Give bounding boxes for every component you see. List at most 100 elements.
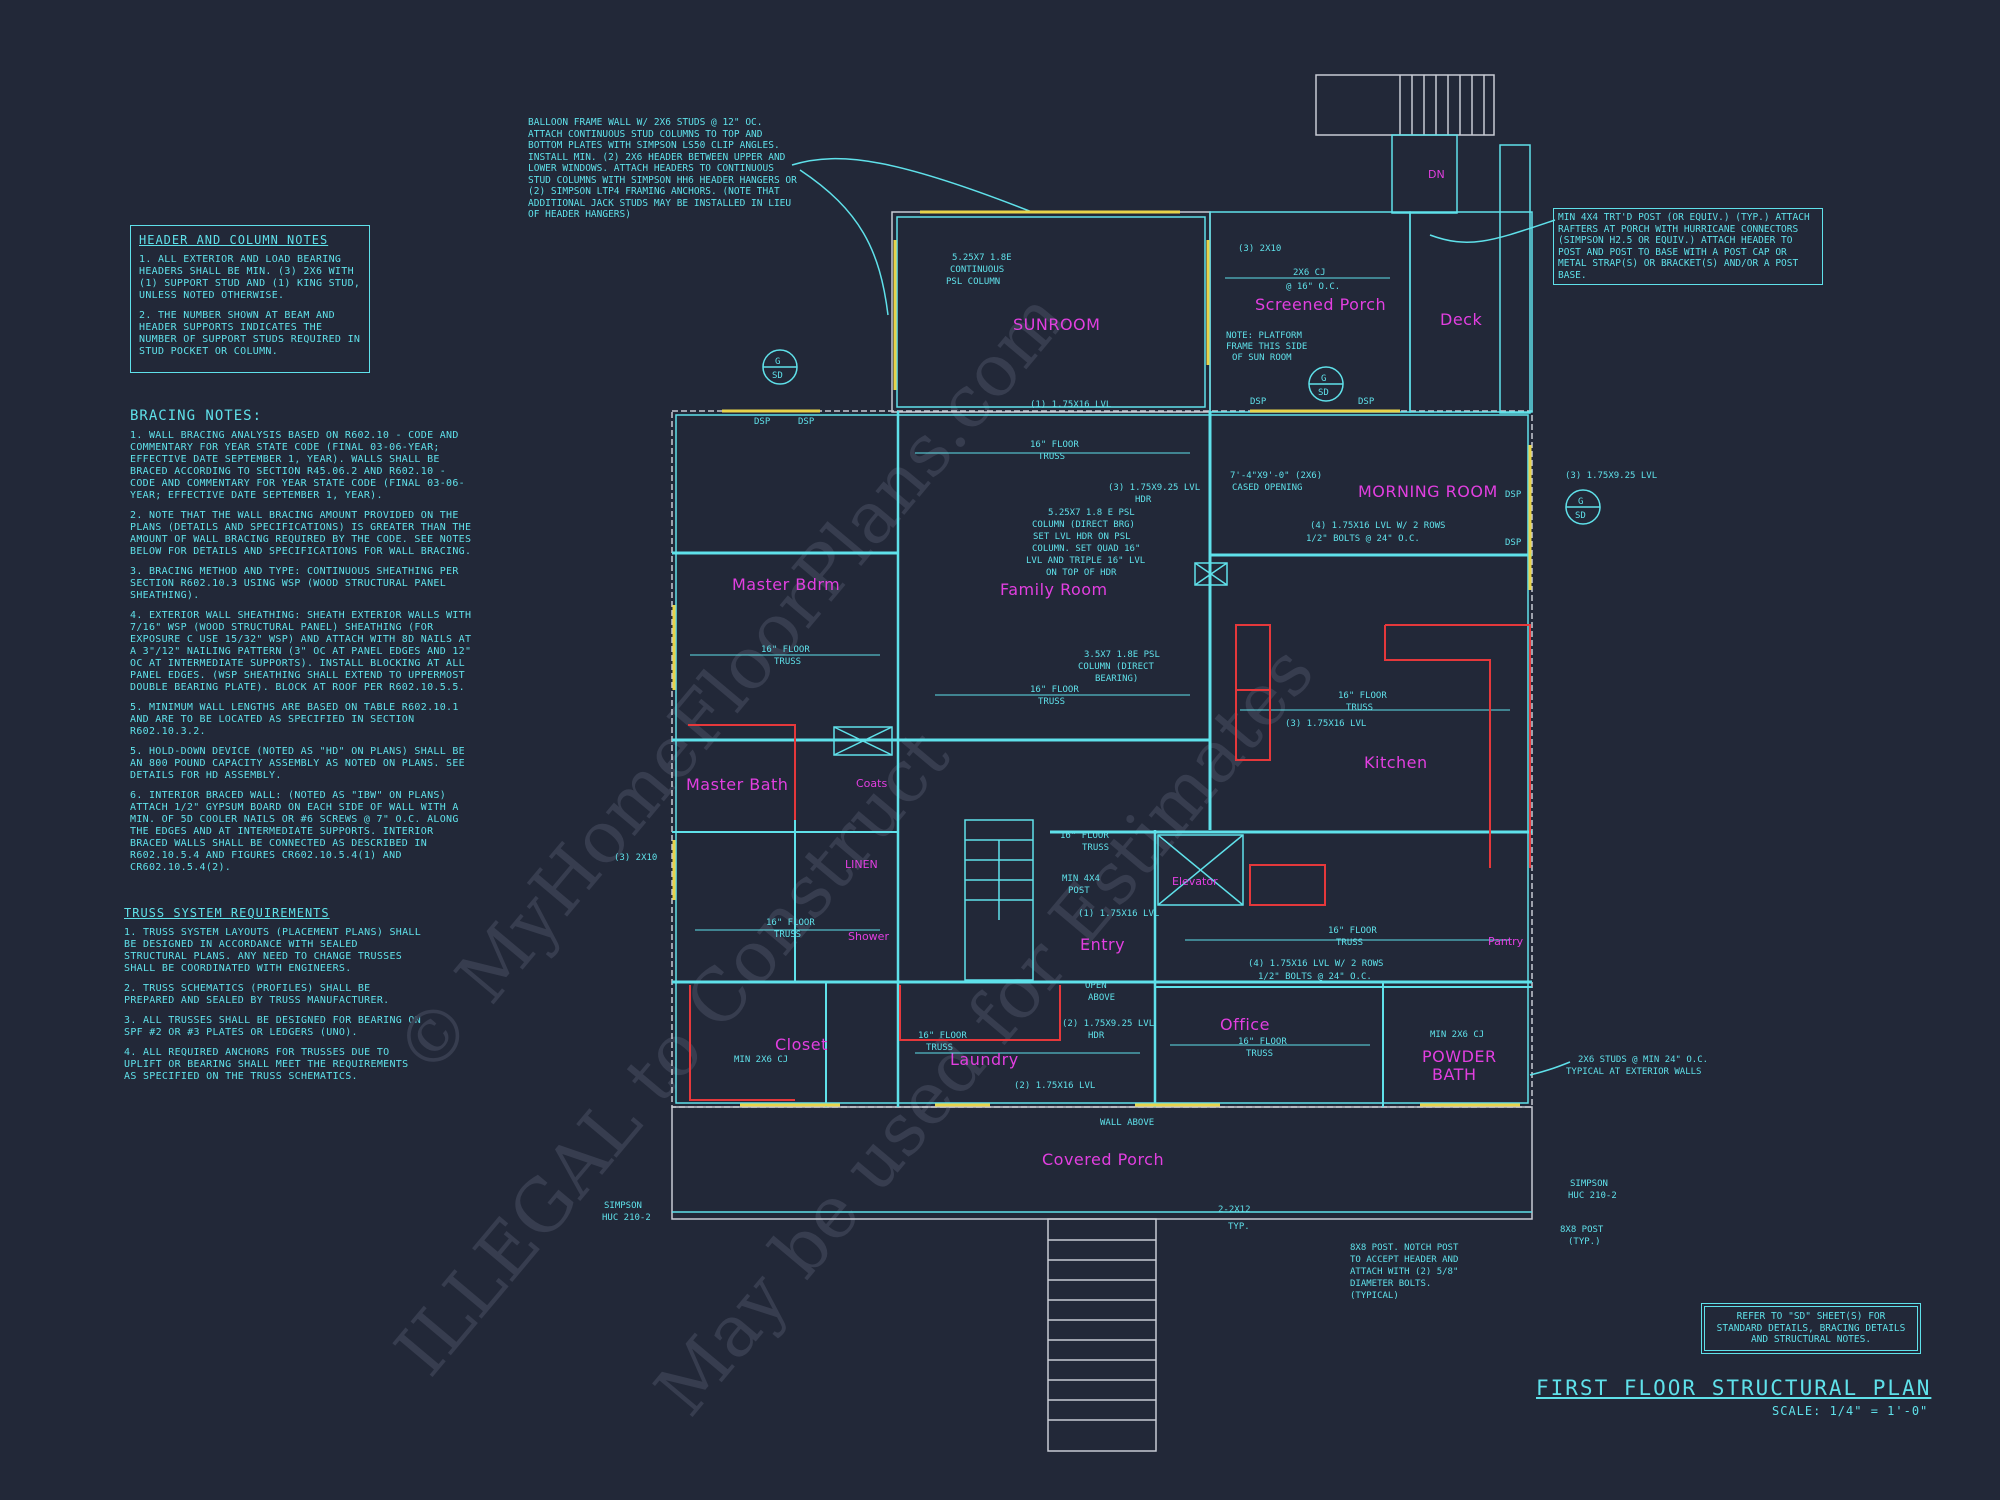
svg-text:(4) 1.75x16 LVL w/ 2 ROWS: (4) 1.75x16 LVL w/ 2 ROWS [1248, 959, 1383, 969]
room-master-bath: Master Bath [686, 775, 788, 794]
room-linen: LINEN [845, 858, 878, 871]
svg-text:ATTACH WITH (2) 5/8": ATTACH WITH (2) 5/8" [1350, 1267, 1458, 1277]
svg-text:2-2x12: 2-2x12 [1218, 1205, 1251, 1215]
svg-text:HDR: HDR [1135, 495, 1152, 505]
room-bath: BATH [1432, 1065, 1476, 1084]
svg-text:HUC 210-2: HUC 210-2 [1568, 1191, 1617, 1201]
svg-text:(2) 1.75x9.25 LVL: (2) 1.75x9.25 LVL [1062, 1019, 1154, 1029]
svg-text:LVL AND TRIPLE 16" LVL: LVL AND TRIPLE 16" LVL [1026, 556, 1145, 566]
svg-text:DSP: DSP [798, 417, 815, 427]
svg-text:@ 16" O.C.: @ 16" O.C. [1286, 282, 1340, 292]
deck-outline [1409, 211, 1533, 413]
bracing-note-item: 3. BRACING METHOD AND TYPE: CONTINUOUS S… [130, 566, 459, 601]
svg-text:POST: POST [1068, 886, 1090, 896]
svg-text:TRUSS: TRUSS [926, 1043, 953, 1053]
bracing-note-item: 2. NOTE THAT THE WALL BRACING AMOUNT PRO… [130, 510, 472, 557]
room-sunroom: SUNROOM [1013, 315, 1100, 334]
bracing-note-item: 1. WALL BRACING ANALYSIS BASED ON R602.1… [130, 430, 465, 501]
svg-text:MIN 4x4: MIN 4x4 [1062, 874, 1100, 884]
svg-text:16" FLOOR: 16" FLOOR [1328, 926, 1377, 936]
svg-text:1/2" BOLTS @ 24" O.C.: 1/2" BOLTS @ 24" O.C. [1258, 972, 1372, 982]
svg-text:(TYP.): (TYP.) [1568, 1237, 1601, 1247]
svg-text:NOTE: PLATFORM: NOTE: PLATFORM [1226, 331, 1302, 341]
svg-text:HUC 210-2: HUC 210-2 [602, 1213, 651, 1223]
bracing-notes: BRACING NOTES: 1. WALL BRACING ANALYSIS … [130, 408, 475, 882]
room-coats: Coats [856, 777, 887, 790]
room-covered-porch: Covered Porch [1042, 1150, 1164, 1169]
svg-text:G: G [775, 357, 780, 367]
svg-text:16" FLOOR: 16" FLOOR [1060, 831, 1109, 841]
svg-text:HDR: HDR [1088, 1031, 1105, 1041]
room-entry: Entry [1080, 935, 1125, 954]
porch-post-note: MIN 4X4 TRT'D POST (OR EQUIV.) (TYP.) AT… [1553, 208, 1823, 285]
svg-text:2x6 CJ: 2x6 CJ [1293, 268, 1326, 278]
svg-text:COLUMN (DIRECT BRG): COLUMN (DIRECT BRG) [1032, 520, 1135, 530]
main-interior-line [675, 414, 1529, 1104]
svg-text:OF SUN ROOM: OF SUN ROOM [1232, 353, 1292, 363]
svg-text:MIN 2x6 CJ: MIN 2x6 CJ [1430, 1030, 1484, 1040]
room-office: Office [1220, 1015, 1270, 1034]
svg-text:MIN 2x6 CJ: MIN 2x6 CJ [734, 1055, 788, 1065]
svg-text:16" FLOOR: 16" FLOOR [1238, 1037, 1287, 1047]
room-pantry: Pantry [1488, 935, 1524, 948]
room-elevator: Elevator [1172, 875, 1218, 888]
svg-text:3.5x7 1.8E PSL: 3.5x7 1.8E PSL [1084, 650, 1160, 660]
bracing-note-item: 6. INTERIOR BRACED WALL: (NOTED AS "IBW"… [130, 790, 459, 873]
svg-text:(TYPICAL): (TYPICAL) [1350, 1291, 1399, 1301]
svg-text:DSP: DSP [754, 417, 771, 427]
svg-text:16" FLOOR: 16" FLOOR [1338, 691, 1387, 701]
svg-text:(4) 1.75x16 LVL w/ 2 ROWS: (4) 1.75x16 LVL w/ 2 ROWS [1310, 521, 1445, 531]
bracing-notes-title: BRACING NOTES: [130, 408, 263, 424]
bracing-note-item: 4. EXTERIOR WALL SHEATHING: SHEATH EXTER… [130, 610, 472, 693]
room-laundry: Laundry [950, 1050, 1019, 1069]
svg-text:SIMPSON: SIMPSON [1570, 1179, 1608, 1189]
svg-text:7'-4"x9'-0" (2x6): 7'-4"x9'-0" (2x6) [1230, 471, 1322, 481]
svg-text:16" FLOOR: 16" FLOOR [1030, 440, 1079, 450]
svg-text:5.25x7 1.8 E PSL: 5.25x7 1.8 E PSL [1048, 508, 1135, 518]
svg-text:(3) 2x10: (3) 2x10 [614, 853, 657, 863]
svg-text:CONTINUOUS: CONTINUOUS [950, 265, 1004, 275]
svg-text:WALL ABOVE: WALL ABOVE [1100, 1118, 1154, 1128]
balloon-frame-note: BALLOON FRAME WALL w/ 2x6 STUDS @ 12" OC… [528, 117, 797, 220]
svg-text:DSP: DSP [1505, 538, 1522, 548]
header-column-notes: HEADER AND COLUMN NOTES 1. ALL EXTERIOR … [130, 225, 370, 373]
deck-stair-top [1315, 74, 1495, 136]
svg-text:CASED OPENING: CASED OPENING [1232, 483, 1302, 493]
stair-dn-label: DN [1428, 168, 1445, 181]
svg-text:(3) 1.75x16 LVL: (3) 1.75x16 LVL [1285, 719, 1366, 729]
svg-text:G: G [1321, 374, 1326, 384]
truss-note-item: 3. ALL TRUSSES SHALL BE DESIGNED FOR BEA… [124, 1015, 422, 1038]
svg-text:16" FLOOR: 16" FLOOR [766, 918, 815, 928]
svg-text:TRUSS: TRUSS [774, 657, 801, 667]
svg-text:16" FLOOR: 16" FLOOR [1030, 685, 1079, 695]
svg-text:SD: SD [1318, 388, 1329, 398]
svg-text:DSP: DSP [1358, 397, 1375, 407]
bracing-note-item: 5. MINIMUM WALL LENGTHS ARE BASED ON TAB… [130, 702, 459, 737]
svg-text:SIMPSON: SIMPSON [604, 1201, 642, 1211]
svg-text:5.25x7 1.8E: 5.25x7 1.8E [952, 253, 1012, 263]
svg-text:SD: SD [1575, 511, 1586, 521]
svg-text:TRUSS: TRUSS [1082, 843, 1109, 853]
svg-text:BEARING): BEARING) [1095, 674, 1138, 684]
truss-note-item: 2. TRUSS SCHEMATICS (PROFILES) SHALL BE … [124, 983, 390, 1006]
svg-text:SET LVL HDR ON PSL: SET LVL HDR ON PSL [1033, 532, 1131, 542]
svg-text:2x6 STUDS @ MIN 24" O.C.: 2x6 STUDS @ MIN 24" O.C. [1578, 1055, 1708, 1065]
room-master-bdrm: Master Bdrm [732, 575, 840, 594]
svg-text:G: G [1578, 497, 1583, 507]
svg-text:1/2" BOLTS @ 24" O.C.: 1/2" BOLTS @ 24" O.C. [1306, 534, 1420, 544]
truss-note-item: 4. ALL REQUIRED ANCHORS FOR TRUSSES DUE … [124, 1047, 409, 1082]
svg-text:(1) 1.75x16 LVL: (1) 1.75x16 LVL [1030, 400, 1111, 410]
deck-rail [1499, 144, 1531, 414]
header-note-item: 1. ALL EXTERIOR AND LOAD BEARING HEADERS… [139, 254, 361, 301]
svg-text:16" FLOOR: 16" FLOOR [761, 645, 810, 655]
svg-text:16" FLOOR: 16" FLOOR [918, 1031, 967, 1041]
svg-text:8x8 POST. NOTCH POST: 8x8 POST. NOTCH POST [1350, 1243, 1459, 1253]
plan-scale: SCALE: 1/4" = 1'-0" [1772, 1404, 1929, 1418]
svg-text:OPEN: OPEN [1085, 981, 1107, 991]
room-morning-room: MORNING ROOM [1358, 482, 1498, 501]
svg-text:DSP: DSP [1250, 397, 1267, 407]
header-note-item: 2. THE NUMBER SHOWN AT BEAM AND HEADER S… [139, 310, 361, 357]
svg-text:ABOVE: ABOVE [1088, 993, 1115, 1003]
svg-text:TRUSS: TRUSS [774, 930, 801, 940]
